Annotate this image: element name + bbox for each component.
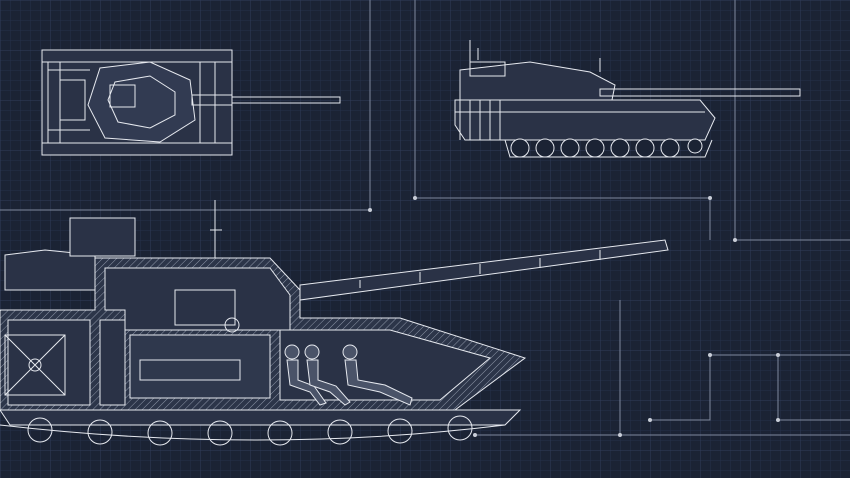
- crew-figures: [284, 344, 413, 406]
- tank-side-view: [454, 40, 801, 158]
- crew-member-1: [284, 344, 327, 406]
- crew-member-3: [342, 344, 413, 406]
- tank-cutaway-view: [0, 200, 669, 446]
- tank-top-view: [41, 49, 341, 156]
- connector-dots: [368, 196, 780, 437]
- crew-member-2: [304, 344, 351, 406]
